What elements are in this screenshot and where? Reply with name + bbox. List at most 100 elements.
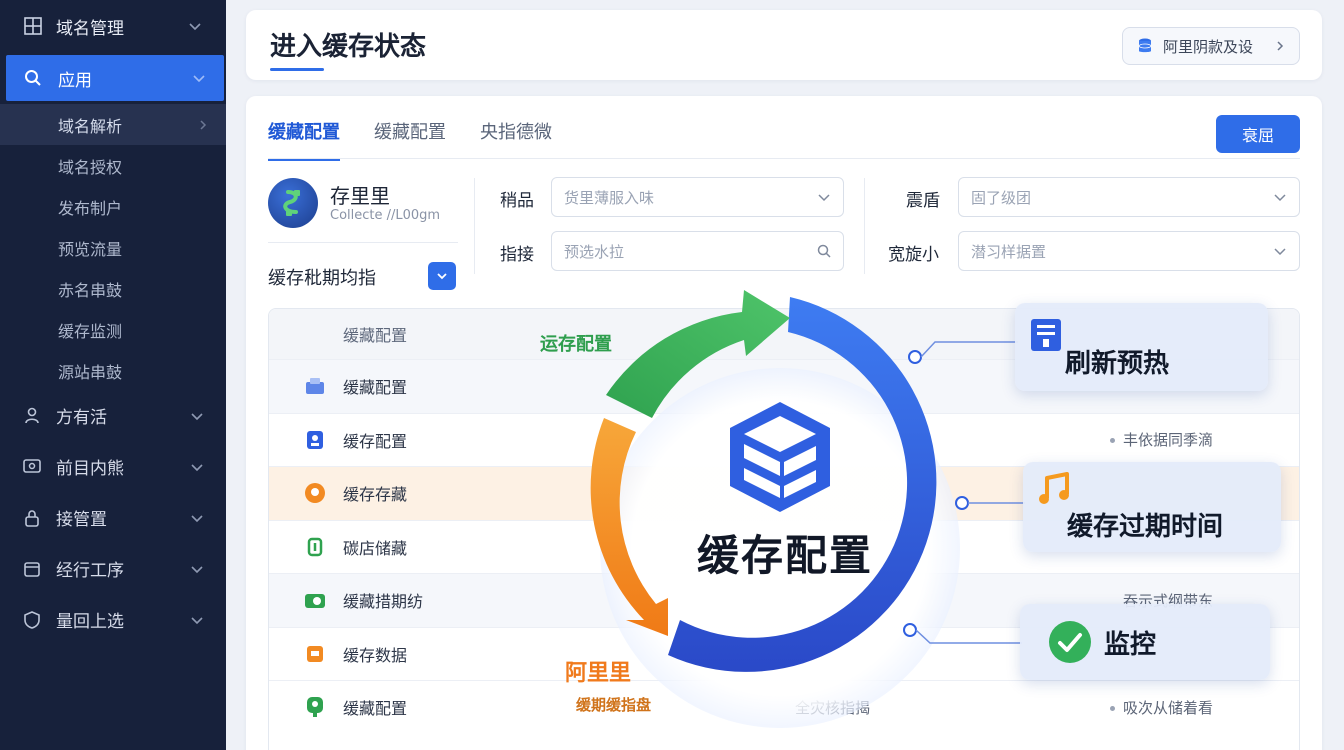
row-name: 缓藏配置 [343, 699, 408, 719]
sidebar-sub-item-label: 赤名串鼓 [58, 280, 123, 300]
tree-icon [303, 695, 327, 719]
chevron-down-icon [191, 463, 203, 471]
database-icon [1138, 38, 1152, 53]
search-icon [817, 244, 831, 258]
user-icon [25, 407, 39, 423]
sidebar-sub-item-label: 发布制户 [58, 198, 123, 218]
sidebar-group-item[interactable]: 接管置 [0, 492, 226, 543]
search-placeholder: 预选水拉 [564, 242, 625, 261]
primary-button[interactable]: 衰屈 [1216, 115, 1300, 153]
sidebar-sub-item[interactable]: 域名授权 [0, 145, 226, 186]
sidebar-group-label: 接管置 [56, 510, 107, 530]
chevron-down-icon [191, 616, 203, 624]
chevron-right-icon [1277, 41, 1284, 51]
tab-divider [268, 158, 1300, 159]
app-logo [268, 178, 318, 228]
table-row[interactable]: 缓存数据 [269, 626, 1299, 681]
row-name: 缓藏配置 [343, 378, 408, 398]
page-title: 进入缓存状态 [270, 32, 427, 62]
chevron-down-icon [189, 23, 201, 31]
row-name: 缓存存藏 [343, 485, 408, 505]
row-status: 吞示式纲带东 [1122, 591, 1213, 610]
sidebar-sub-item[interactable]: 赤名串鼓 [0, 268, 226, 309]
field-label: 指接 [500, 245, 534, 265]
table-row[interactable]: 缓藏配置 [269, 359, 1299, 413]
field-label: 宽旋小 [888, 245, 939, 265]
sidebar-sub-item[interactable]: 预览流量 [0, 227, 226, 268]
chevron-down-icon [191, 565, 203, 573]
app-name: 存里里 [330, 184, 390, 208]
table-row[interactable]: 缓藏配置 全灾核指揭 吸次从储着看 [269, 680, 1299, 734]
document-icon [303, 535, 327, 559]
select-placeholder: 货里薄服入味 [564, 188, 655, 207]
sidebar-sub-item[interactable]: 发布制户 [0, 186, 226, 227]
table-header: 缓藏配置 [269, 309, 1299, 359]
sidebar-group-label: 经行工序 [56, 561, 124, 581]
expire-dropdown-toggle[interactable] [428, 262, 456, 290]
divider [268, 242, 458, 243]
table-row[interactable]: 缓存配置 丰依据同季滴 [269, 412, 1299, 467]
sidebar-group-item[interactable]: 方有活 [0, 390, 226, 441]
select-field-2[interactable]: 固了级团 [958, 177, 1300, 217]
title-underline [270, 68, 324, 71]
sidebar-group-item[interactable]: 经行工序 [0, 543, 226, 594]
select-field-1[interactable]: 货里薄服入味 [551, 177, 844, 217]
row-status: 吸次从储着看 [1110, 697, 1213, 718]
tab-third[interactable]: 央指德微 [480, 122, 552, 143]
sidebar: 域名管理 应用 域名解析 域名授权 发布制户 预览流量 赤名串鼓 缓存监测 源站… [0, 0, 226, 750]
sidebar-group-label: 量回上选 [56, 612, 124, 632]
search-icon [25, 70, 41, 86]
app-subtitle: Collecte //L00gm [330, 208, 441, 223]
camera-icon [303, 588, 327, 612]
chevron-down-icon [1274, 194, 1286, 202]
sidebar-group-item[interactable]: 前目内熊 [0, 441, 226, 492]
chevron-down-icon [193, 75, 205, 83]
sidebar-sub-item[interactable]: 源站串鼓 [0, 350, 226, 391]
select-placeholder: 潜习样据置 [971, 242, 1047, 261]
sidebar-sub-item-label: 预览流量 [58, 239, 123, 259]
chevron-down-icon [1274, 248, 1286, 256]
server-icon [303, 428, 327, 452]
sidebar-sub-item[interactable]: 缓存监测 [0, 309, 226, 350]
table-row[interactable]: 缓存存藏 [269, 466, 1299, 520]
table-row[interactable]: 缓藏措期纺 吞示式纲带东 [269, 573, 1299, 627]
row-name: 缓存配置 [343, 431, 408, 451]
row-name: 碳店储藏 [343, 538, 408, 558]
tab-cache-config[interactable]: 缓藏配置 [268, 118, 340, 161]
select-field-3[interactable]: 潜习样据置 [958, 231, 1300, 271]
table-row[interactable]: 碳店储藏 [269, 519, 1299, 574]
grid-icon [24, 17, 42, 35]
chevron-down-icon [191, 412, 203, 420]
expire-label: 缓存秕期均指 [268, 268, 376, 289]
tab-bar: 缓藏配置 缓藏配置 央指德微 [268, 118, 552, 161]
sidebar-group-label: 方有活 [56, 408, 107, 428]
sidebar-sub-item-label: 源站串鼓 [58, 362, 123, 382]
cache-table: 缓藏配置 缓藏配置 缓存配置 丰依据同季滴 缓存存藏 碳店储藏 缓藏措期纺 吞示… [268, 308, 1300, 750]
lock-icon [25, 509, 39, 527]
divider [864, 178, 865, 274]
row-status: 丰依据同季滴 [1110, 429, 1213, 450]
sidebar-sub-item-label: 域名解析 [58, 116, 123, 136]
header-action-button[interactable]: 阿里阴款及设 [1122, 27, 1300, 65]
sidebar-sub-item[interactable]: 域名解析 [0, 104, 226, 145]
calendar-icon [24, 561, 40, 577]
sidebar-item-app[interactable]: 应用 [6, 55, 224, 101]
search-field[interactable]: 预选水拉 [551, 231, 844, 271]
chevron-down-icon [191, 514, 203, 522]
app-logo-icon [283, 190, 300, 216]
divider [474, 178, 475, 274]
monitor-icon [23, 458, 41, 473]
chevron-down-icon [437, 273, 447, 280]
folder-icon [303, 374, 327, 398]
storage-icon [303, 481, 327, 505]
sidebar-item-label: 应用 [58, 70, 92, 91]
column-header: 缓藏配置 [343, 326, 408, 345]
header-action-label: 阿里阴款及设 [1163, 37, 1254, 56]
tab-cache-config-2[interactable]: 缓藏配置 [374, 122, 446, 143]
sidebar-item-label: 域名管理 [56, 18, 124, 39]
select-placeholder: 固了级团 [971, 188, 1032, 207]
sidebar-item-domain[interactable]: 域名管理 [0, 0, 226, 52]
sidebar-sub-item-label: 缓存监测 [58, 321, 123, 341]
sidebar-group-item[interactable]: 量回上选 [0, 594, 226, 645]
field-label: 震盾 [906, 191, 940, 211]
